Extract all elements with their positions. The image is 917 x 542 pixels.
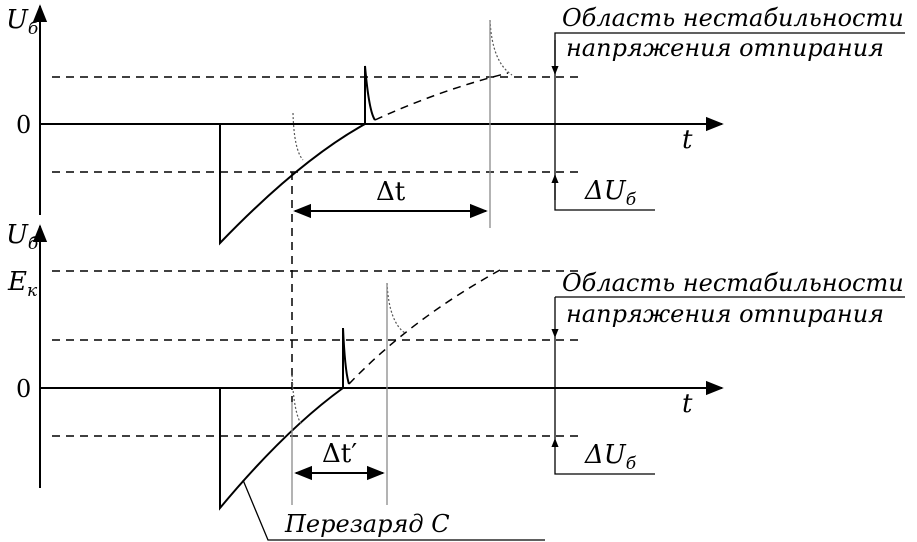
top-voltage-curve [219, 65, 376, 246]
bottom-x-axis-label: t [682, 389, 693, 419]
recharge-label: Перезаряд C [284, 510, 450, 538]
bottom-dotted-spike-left [291, 374, 303, 426]
top-dotted-spike-left [292, 112, 304, 161]
bottom-region-title-line2: напряжения отпирания [566, 300, 884, 328]
bottom-zero-label: 0 [16, 375, 31, 403]
top-region-title-line2: напряжения отпирания [566, 34, 884, 62]
bottom-ek-label: Eк [7, 267, 38, 301]
bottom-delta-u-label: ΔUб [584, 440, 637, 474]
top-zero-label: 0 [16, 111, 31, 139]
bottom-dotted-spike-right [386, 282, 406, 334]
top-x-axis-label: t [682, 125, 693, 155]
top-delta-t-label: Δt [376, 177, 406, 207]
top-delta-u-label: ΔUб [584, 176, 637, 210]
top-diagram: Uб 0 t Δt Область нестабильности напряже… [6, 4, 905, 246]
top-voltage-continuation [374, 72, 509, 121]
bottom-region-title-line1: Область нестабильности [562, 269, 904, 297]
bottom-delta-t-label: Δt′ [322, 439, 357, 469]
bottom-voltage-curve [219, 327, 350, 511]
bottom-y-axis-label: Uб [6, 220, 39, 254]
top-y-axis-label: Uб [6, 5, 39, 39]
bottom-diagram: Uб Eк 0 t Δt′ Область нестабильности нап… [6, 220, 905, 541]
top-dotted-spike-right [489, 19, 513, 76]
bottom-region-bracket-lower [554, 462, 655, 475]
recharge-leader-line [242, 479, 545, 541]
bottom-voltage-continuation [348, 269, 501, 385]
top-region-title-line1: Область нестабильности [562, 4, 904, 32]
